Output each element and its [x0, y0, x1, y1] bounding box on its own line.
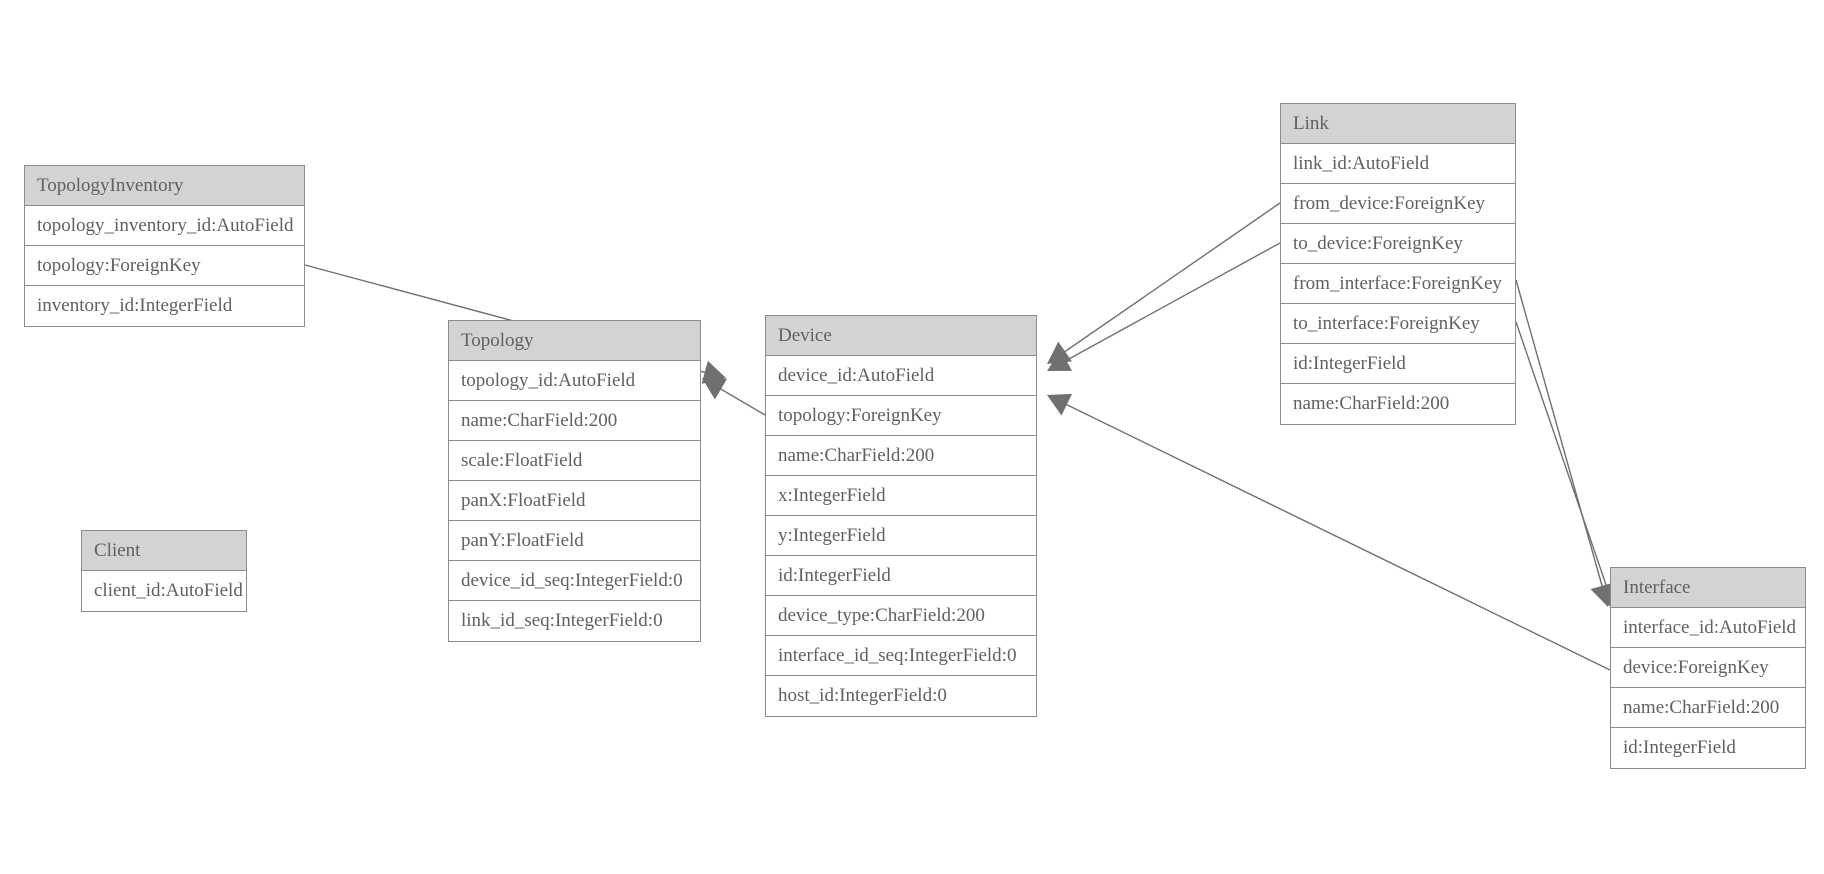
- rel-link-to-interface: [1515, 321, 1620, 611]
- relationship-line: [1515, 279, 1604, 590]
- entity-field: id:IntegerField: [1611, 728, 1805, 768]
- entity-field: topology_inventory_id:AutoField: [25, 206, 304, 246]
- entity-field: from_interface:ForeignKey: [1281, 264, 1515, 304]
- entity-title-topology_inventory: TopologyInventory: [25, 166, 304, 206]
- entity-title-link: Link: [1281, 104, 1515, 144]
- entity-field: device:ForeignKey: [1611, 648, 1805, 688]
- relationship-line: [1061, 202, 1281, 354]
- entity-field: x:IntegerField: [766, 476, 1036, 516]
- entity-field: topology_id:AutoField: [449, 361, 700, 401]
- rel-device-topology: [702, 378, 766, 416]
- entity-title-topology: Topology: [449, 321, 700, 361]
- entity-field: device_id:AutoField: [766, 356, 1036, 396]
- entity-field: scale:FloatField: [449, 441, 700, 481]
- entity-field: name:CharField:200: [449, 401, 700, 441]
- entity-field: device_type:CharField:200: [766, 596, 1036, 636]
- relationship-arrowhead: [701, 360, 726, 384]
- entity-field: to_device:ForeignKey: [1281, 224, 1515, 264]
- entity-field: interface_id:AutoField: [1611, 608, 1805, 648]
- entity-field: interface_id_seq:IntegerField:0: [766, 636, 1036, 676]
- relationship-line: [717, 386, 766, 416]
- entity-field: name:CharField:200: [1611, 688, 1805, 728]
- entity-field: panY:FloatField: [449, 521, 700, 561]
- entity-field: name:CharField:200: [766, 436, 1036, 476]
- entity-field: from_device:ForeignKey: [1281, 184, 1515, 224]
- relationship-line: [1063, 242, 1281, 363]
- relationship-arrowhead: [1047, 393, 1073, 416]
- relationship-arrowhead: [1047, 341, 1072, 364]
- entity-field: device_id_seq:IntegerField:0: [449, 561, 700, 601]
- relationship-arrowhead: [1047, 349, 1073, 371]
- rel-link-from-device: [1047, 202, 1281, 364]
- entity-field: inventory_id:IntegerField: [25, 286, 304, 326]
- entity-field: id:IntegerField: [1281, 344, 1515, 384]
- entity-field: y:IntegerField: [766, 516, 1036, 556]
- entity-field: host_id:IntegerField:0: [766, 676, 1036, 716]
- entity-field: topology:ForeignKey: [25, 246, 304, 286]
- entity-title-client: Client: [82, 531, 246, 571]
- entity-title-device: Device: [766, 316, 1036, 356]
- rel-link-to-device: [1047, 242, 1281, 371]
- relationship-line: [1063, 402, 1611, 671]
- entity-field: link_id_seq:IntegerField:0: [449, 601, 700, 641]
- entity-field: id:IntegerField: [766, 556, 1036, 596]
- entity-field: to_interface:ForeignKey: [1281, 304, 1515, 344]
- entity-title-interface: Interface: [1611, 568, 1805, 608]
- relationship-arrowhead: [702, 378, 728, 400]
- rel-interface-device: [1047, 393, 1611, 671]
- entity-field: link_id:AutoField: [1281, 144, 1515, 184]
- entity-field: client_id:AutoField: [82, 571, 246, 611]
- rel-link-from-interface: [1515, 279, 1614, 607]
- entity-field: panX:FloatField: [449, 481, 700, 521]
- relationship-line: [1515, 321, 1610, 594]
- entity-field: topology:ForeignKey: [766, 396, 1036, 436]
- entity-field: name:CharField:200: [1281, 384, 1515, 424]
